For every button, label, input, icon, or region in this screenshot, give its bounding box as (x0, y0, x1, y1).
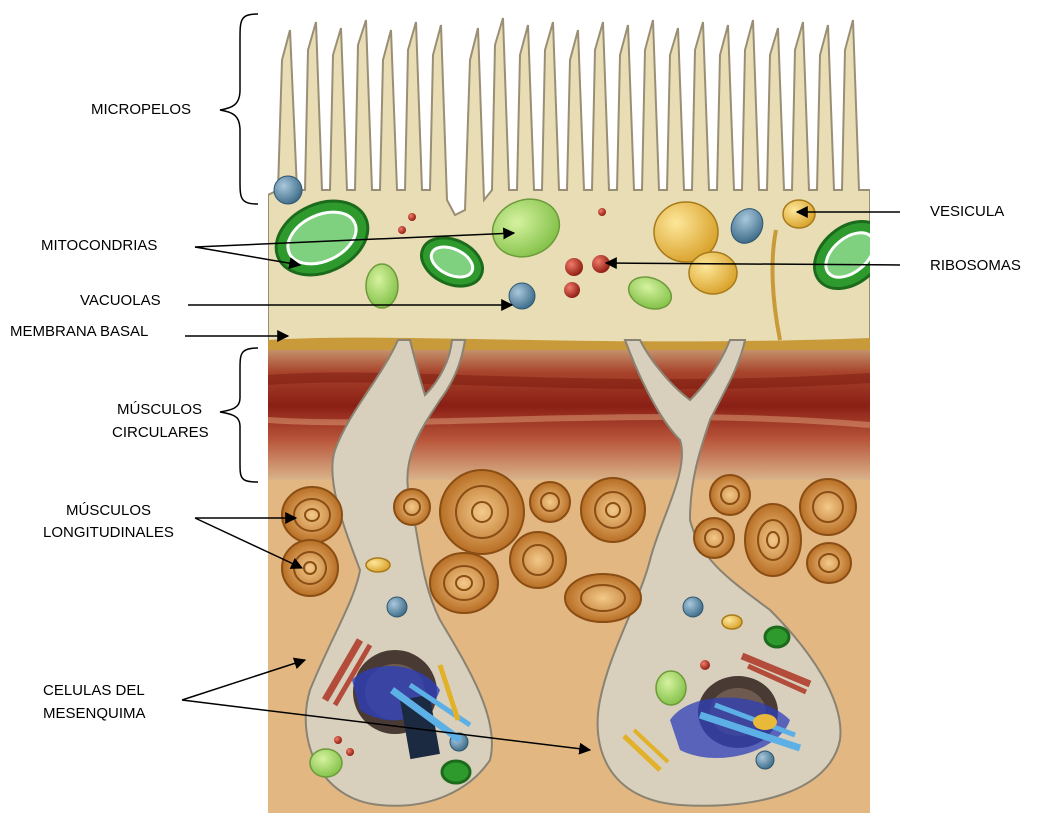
label-musculos-circulares-line1: MÚSCULOS (117, 401, 202, 418)
label-celulas-line1: CELULAS DEL (43, 682, 145, 699)
label-musculos-longitudinales-line2: LONGITUDINALES (43, 524, 174, 541)
label-membrana-basal: MEMBRANA BASAL (10, 323, 148, 340)
label-micropelos: MICROPELOS (91, 101, 191, 118)
brace-musculos-circulares (220, 348, 258, 482)
brace-micropelos (220, 14, 258, 204)
label-musculos-longitudinales-line1: MÚSCULOS (66, 502, 151, 519)
illustration-panel (264, 18, 899, 813)
label-mitocondrias: MITOCONDRIAS (41, 237, 157, 254)
label-vacuolas: VACUOLAS (80, 292, 161, 309)
label-musculos-circulares-line2: CIRCULARES (112, 424, 209, 441)
label-ribosomas: RIBOSOMAS (930, 257, 1021, 274)
label-celulas-line2: MESENQUIMA (43, 705, 146, 722)
label-vesicula: VESICULA (930, 203, 1004, 220)
